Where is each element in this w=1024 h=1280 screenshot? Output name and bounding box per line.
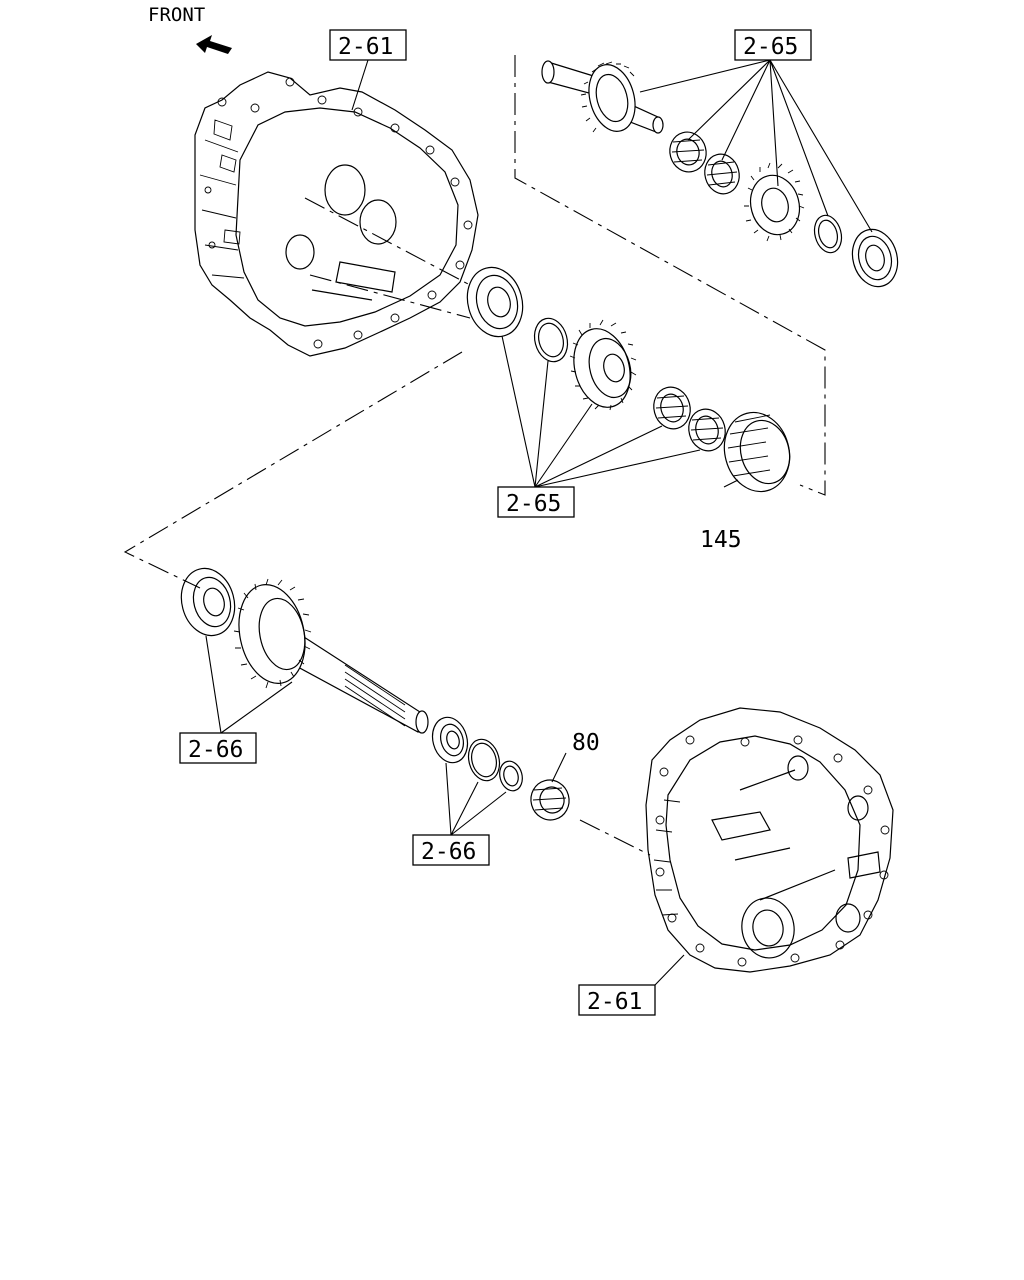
callout-case-rear: 2-61 <box>578 984 656 1016</box>
synchronizer-sleeve <box>723 411 791 493</box>
callout-text: 2-65 <box>743 34 798 60</box>
callout-text: 2-61 <box>587 989 642 1015</box>
callout-countershaft-group-lower: 2-65 <box>497 486 575 518</box>
callout-text: 2-66 <box>188 737 243 763</box>
needle-bearing-upper-b <box>704 153 740 195</box>
front-label: FRONT <box>148 4 205 26</box>
alignment-lines <box>123 55 826 856</box>
callout-main-shaft-group: 2-66 <box>179 732 257 764</box>
needle-bearing-upper-a <box>669 131 707 173</box>
main-shaft-gear <box>233 578 429 734</box>
callout-countershaft-group: 2-65 <box>734 29 812 61</box>
snap-ring-main <box>467 738 501 782</box>
rear-case-housing <box>645 707 894 973</box>
ball-bearing-small <box>431 716 469 764</box>
callout-main-shaft-group-lower: 2-66 <box>412 834 490 866</box>
snap-ring-center <box>533 317 569 363</box>
callout-case-front: 2-61 <box>329 29 407 61</box>
part-number-80: 80 <box>572 730 600 756</box>
gear-center <box>569 319 637 411</box>
callout-text: 2-66 <box>421 839 476 865</box>
leader-lines <box>205 59 873 986</box>
ball-bearing-center <box>466 266 524 338</box>
needle-bearing-center-a <box>653 386 691 430</box>
part-number-145: 145 <box>700 527 742 553</box>
front-arrow-icon <box>196 35 232 54</box>
thrust-washer-upper <box>813 214 843 254</box>
front-case-housing <box>194 71 479 357</box>
countershaft-gear-upper <box>744 162 805 242</box>
ball-bearing-upper <box>851 228 899 288</box>
callout-text: 2-61 <box>338 34 393 60</box>
needle-bearing-center-b <box>688 408 726 452</box>
callout-text: 2-65 <box>506 491 561 517</box>
ball-bearing-main-shaft <box>180 567 236 637</box>
countershaft-assembly <box>541 60 664 134</box>
washer-small <box>499 760 523 792</box>
needle-bearing-80 <box>530 779 570 821</box>
